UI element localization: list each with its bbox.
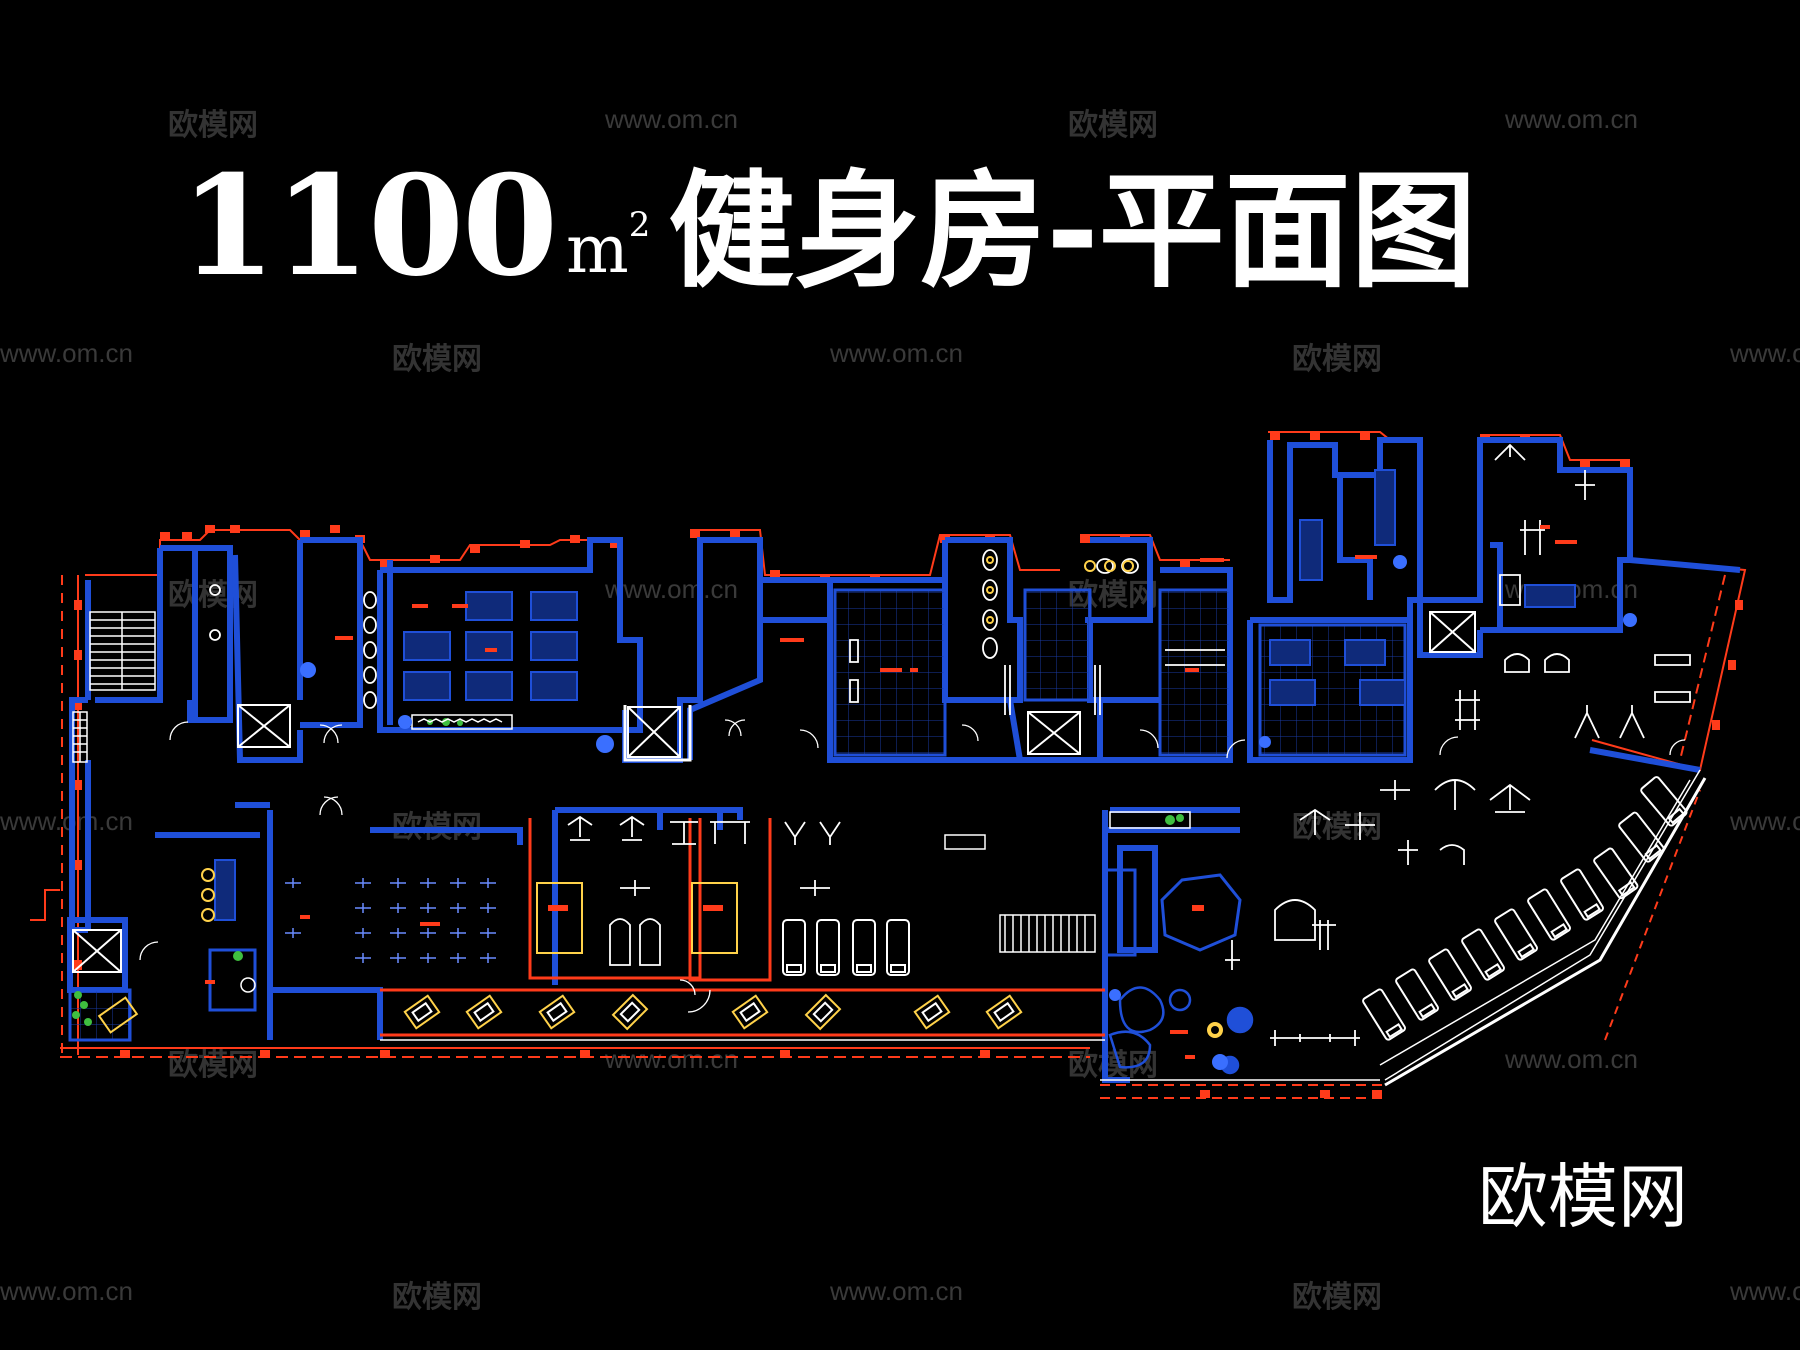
watermark-brand: 欧模网	[1068, 1049, 1158, 1082]
page-title: 1100 m2 健身房-平面图	[180, 135, 1477, 295]
watermark-site: www.om.cn	[0, 806, 133, 836]
watermark-brand: 欧模网	[1292, 811, 1382, 844]
watermark-site: www.om.cn	[1730, 806, 1800, 836]
potted-plants	[300, 555, 1637, 1070]
column-markers	[74, 432, 1743, 1098]
bike-row	[403, 993, 1023, 1031]
title-unit-sup: 2	[628, 205, 651, 245]
spin-bikes	[285, 878, 496, 963]
elevators	[72, 611, 1476, 973]
watermark-brand: 欧模网	[168, 109, 258, 142]
watermark-site: www.om.cn	[1505, 1044, 1638, 1074]
treadmills	[1362, 776, 1688, 1041]
gym-hall-outline	[380, 769, 1701, 1081]
walls	[67, 437, 1741, 1083]
watermark-brand: 欧模网	[1068, 109, 1158, 142]
yoga-room	[1105, 868, 1242, 957]
watermark-site: www.om.cn	[830, 1276, 963, 1306]
watermark-site: www.om.cn	[1730, 338, 1800, 368]
staircase	[89, 611, 1096, 953]
training-mats	[536, 882, 738, 954]
planter-boxes	[411, 714, 1191, 850]
room-label-markers	[205, 525, 1577, 1059]
reception	[68, 948, 257, 1042]
brand-logo: 欧模网	[1478, 1156, 1688, 1238]
lounge-furniture	[1108, 986, 1254, 1075]
watermark-site: www.om.cn	[1730, 1276, 1800, 1306]
watermark-site: www.om.cn	[0, 338, 133, 368]
door-swings	[139, 719, 1686, 1013]
watermark-brand: 欧模网	[1292, 1281, 1382, 1314]
watermark-site: www.om.cn	[605, 574, 738, 604]
title-unit-m: m	[566, 211, 629, 288]
strength-machines	[567, 443, 1691, 1046]
title-text: 健身房-平面图	[668, 158, 1477, 305]
watermark-brand: 欧模网	[392, 1281, 482, 1314]
watermark-site: www.om.cn	[1505, 104, 1638, 134]
storage-blocks	[214, 469, 1576, 921]
plants	[72, 718, 1184, 1026]
sanitary-fixtures	[209, 549, 1225, 715]
watermark-site: www.om.cn	[830, 338, 963, 368]
corridor-ladder	[72, 711, 88, 763]
treadmills-center	[782, 919, 910, 976]
gym-hall-border	[380, 818, 1105, 1037]
fixture-accents	[201, 556, 1134, 922]
title-area-number: 1100	[180, 144, 558, 307]
tiled-areas	[833, 588, 1407, 757]
dimension-lines	[30, 431, 1747, 1099]
title-area-unit: m2	[566, 208, 650, 283]
watermark-brand: 欧模网	[1292, 343, 1382, 376]
watermark-brand: 欧模网	[392, 343, 482, 376]
watermark-site: www.om.cn	[605, 104, 738, 134]
watermark-brand: 欧模网	[168, 1049, 258, 1082]
watermark-site: www.om.cn	[0, 1276, 133, 1306]
entrance-frame	[623, 705, 1707, 1087]
